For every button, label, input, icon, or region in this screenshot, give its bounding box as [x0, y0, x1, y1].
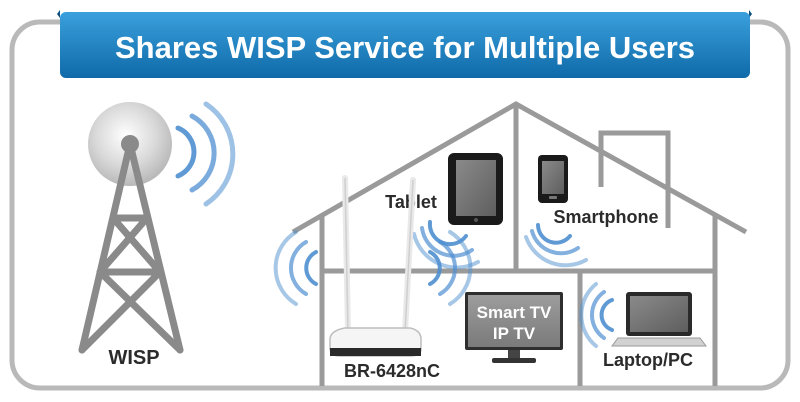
house-outline [291, 101, 748, 386]
tablet-icon [448, 153, 503, 225]
laptop-icon [611, 292, 707, 347]
banner-title: Shares WISP Service for Multiple Users [115, 30, 695, 65]
router-signal-icon [273, 230, 473, 306]
tv-label-line1: Smart TV [477, 303, 552, 322]
monitor-icon: Smart TV IP TV [465, 292, 563, 363]
wireless-router-icon [329, 175, 422, 357]
smartphone-signal-icon [524, 223, 588, 268]
radio-tower-icon [78, 102, 184, 354]
smartphone-label: Smartphone [553, 207, 658, 227]
tv-label-line2: IP TV [493, 324, 536, 343]
laptop-signal-icon [579, 282, 614, 348]
wisp-label: WISP [108, 347, 159, 369]
smartphone-icon [538, 155, 568, 203]
title-banner: Shares WISP Service for Multiple Users [57, 10, 752, 78]
laptop-label: Laptop/PC [603, 350, 693, 370]
tower-signal-icon [175, 101, 236, 207]
router-label: BR-6428nC [344, 361, 440, 381]
